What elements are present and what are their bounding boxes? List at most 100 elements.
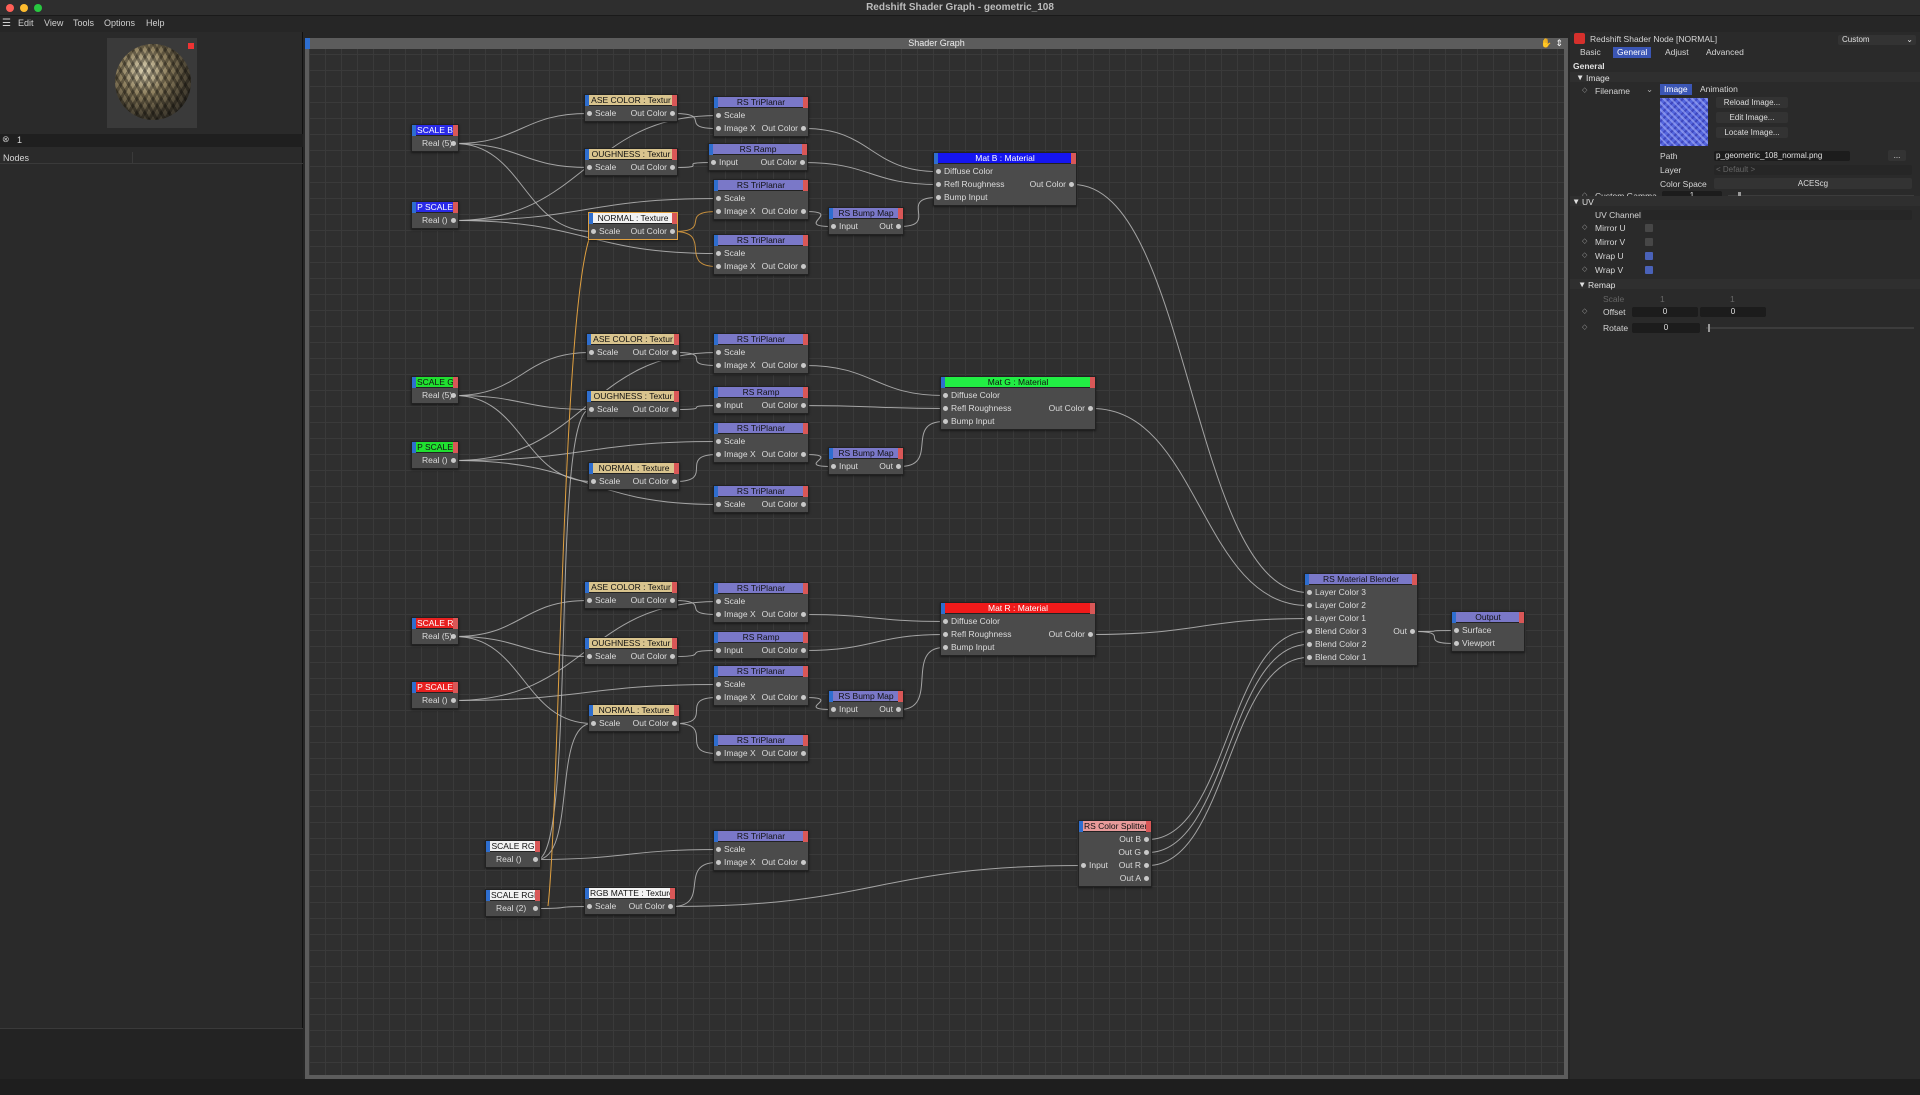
output-port[interactable] [801,452,806,457]
node-preview-toggle[interactable] [672,582,677,593]
keyframe-diamond-icon[interactable]: ◇ [1582,87,1588,94]
node-preview-toggle[interactable] [803,831,808,842]
mirror-v-checkbox[interactable] [1645,238,1653,246]
node-preview-toggle[interactable] [453,202,458,213]
input-port[interactable] [716,452,721,457]
close-window-button[interactable] [6,4,14,12]
node-preview-toggle[interactable] [898,691,903,702]
node-title[interactable]: RS TriPlanar [714,423,808,434]
input-port[interactable] [943,419,948,424]
output-port[interactable] [1088,632,1093,637]
output-port[interactable] [533,857,538,862]
layout-select[interactable]: Custom⌄ [1838,35,1916,45]
reload-image-button[interactable]: Reload Image... [1716,97,1788,108]
input-port[interactable] [716,599,721,604]
minimize-window-button[interactable] [20,4,28,12]
node-title[interactable]: RS TriPlanar [714,735,808,746]
tab-advanced[interactable]: Advanced [1706,47,1744,57]
input-port[interactable] [943,645,948,650]
menu-edit[interactable]: Edit [18,18,34,28]
input-port[interactable] [943,619,948,624]
input-port[interactable] [716,113,721,118]
output-port[interactable] [801,403,806,408]
rotate-slider-handle[interactable] [1708,324,1710,332]
node-preview-toggle[interactable] [535,841,540,852]
node-preview-toggle[interactable] [1071,153,1076,164]
node-preview-toggle[interactable] [803,666,808,677]
keyframe-diamond-icon[interactable]: ◇ [1582,266,1588,273]
edit-image-button[interactable]: Edit Image... [1716,112,1788,123]
node-preview-toggle[interactable] [803,486,808,497]
node-title[interactable]: RS Bump Map [829,691,903,702]
node-preview-toggle[interactable] [803,735,808,746]
input-port[interactable] [936,195,941,200]
output-port[interactable] [451,218,456,223]
tab-basic[interactable]: Basic [1580,47,1601,57]
input-port[interactable] [716,682,721,687]
node-preview-toggle[interactable] [453,125,458,136]
node-search-bar[interactable]: ⊗ 1 [0,134,303,147]
input-port[interactable] [716,403,721,408]
input-port[interactable] [831,224,836,229]
output-port[interactable] [801,612,806,617]
menu-help[interactable]: Help [146,18,165,28]
texture-thumbnail[interactable] [1660,98,1708,146]
node-title[interactable]: OUGHNESS : Textur [585,638,677,649]
offset-y-field[interactable]: 0 [1700,307,1766,317]
input-port[interactable] [943,406,948,411]
output-port[interactable] [1144,837,1149,842]
node-title[interactable]: RS Ramp [714,632,808,643]
hamburger-menu-icon[interactable]: ☰ [2,18,11,29]
material-preview[interactable] [107,38,197,128]
output-port[interactable] [896,224,901,229]
input-port[interactable] [943,632,948,637]
browse-path-button[interactable]: ... [1888,150,1906,161]
output-port[interactable] [1088,406,1093,411]
zoom-window-button[interactable] [34,4,42,12]
node-preview-toggle[interactable] [674,334,679,345]
input-port[interactable] [591,479,596,484]
node-title[interactable]: RS Material Blender [1305,574,1417,585]
node-title[interactable]: SCALE G [412,377,458,388]
chevron-down-icon[interactable]: ⌄ [1646,84,1654,94]
output-port[interactable] [670,165,675,170]
node-title[interactable]: Output [1452,612,1524,623]
tab-general[interactable]: General [1613,47,1652,58]
rotate-slider-track[interactable] [1706,327,1914,329]
keyframe-diamond-icon[interactable]: ◇ [1582,224,1588,231]
node-preview-toggle[interactable] [453,682,458,693]
output-port[interactable] [896,707,901,712]
input-port[interactable] [831,707,836,712]
node-preview-toggle[interactable] [803,423,808,434]
node-title[interactable]: ASE COLOR : Textur [585,582,677,593]
input-port[interactable] [587,904,592,909]
input-port[interactable] [716,251,721,256]
pan-hand-icon[interactable]: ✋ [1540,38,1552,48]
input-port[interactable] [591,721,596,726]
subtab-image[interactable]: Image [1660,84,1692,95]
remap-group-header[interactable] [1570,279,1920,289]
input-port[interactable] [591,229,596,234]
